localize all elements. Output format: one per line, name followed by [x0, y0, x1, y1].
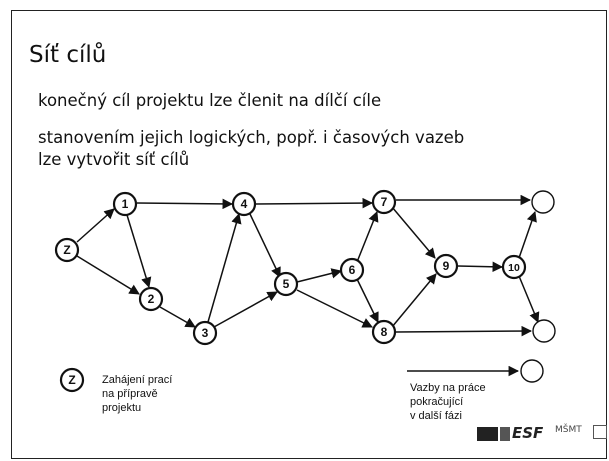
- legend-continue: Vazby na práce pokračující v další fázi: [410, 382, 486, 422]
- eu-flag-logo: [477, 427, 498, 441]
- edge-z-1: [76, 208, 115, 243]
- end-node-legend: [520, 359, 544, 383]
- legend-continue-line-2: pokračující: [410, 396, 463, 408]
- edge-3-4: [207, 212, 242, 323]
- node-5: [273, 271, 299, 297]
- edge-6-7: [356, 211, 379, 263]
- edge-10-end-mid: [518, 275, 540, 323]
- edge-6-8: [356, 278, 379, 323]
- eu-secondary-logo: [500, 427, 510, 441]
- network-edges: [76, 194, 540, 377]
- op-logo: [593, 425, 607, 439]
- legend-continue-line-1: Vazby na práce: [410, 382, 486, 394]
- edge-7-9: [391, 206, 436, 259]
- node-legend-z: [59, 367, 85, 393]
- node-label-2: 2: [148, 292, 155, 306]
- node-7: [371, 189, 397, 215]
- node-1: [112, 191, 138, 217]
- node-label-4: 4: [241, 197, 248, 211]
- open-end-nodes: [520, 190, 556, 383]
- node-4: [231, 191, 257, 217]
- legend-start-line-1: Zahájení prací: [102, 374, 172, 386]
- text-line-3: lze vytvořit síť cílů: [38, 150, 190, 169]
- edge-1-4: [136, 198, 234, 210]
- edge-1-2: [126, 214, 152, 289]
- edge-9-10: [457, 261, 504, 273]
- edge-5-6: [296, 268, 343, 283]
- legend-start-line-3: projektu: [102, 402, 141, 414]
- end-node-mid: [532, 319, 556, 343]
- end-node-top: [531, 190, 555, 214]
- legend-node-label-z: Z: [68, 373, 75, 387]
- node-z: [54, 237, 80, 263]
- legend-start-line-2: na přípravě: [102, 388, 158, 400]
- edge-5-8: [296, 289, 373, 328]
- esf-logo: ESF: [512, 424, 544, 442]
- edge-2-3: [159, 306, 196, 328]
- edge-4-5: [249, 213, 281, 278]
- edge-z-2: [76, 255, 140, 295]
- slide-frame: [11, 10, 607, 459]
- node-label-z: Z: [63, 243, 70, 257]
- node-label-9: 9: [443, 259, 450, 273]
- node-label-8: 8: [381, 325, 388, 339]
- node-label-5: 5: [283, 277, 290, 291]
- node-label-1: 1: [122, 197, 129, 211]
- legend-start: Zahájení prací na přípravě projektu: [102, 374, 172, 414]
- node-2: [138, 286, 164, 312]
- text-line-1: konečný cíl projektu lze členit na dílčí…: [38, 91, 382, 110]
- edge-10-end-top: [518, 211, 537, 259]
- node-label-7: 7: [381, 195, 388, 209]
- network-nodes: [54, 189, 527, 393]
- edge-3-5: [213, 291, 278, 328]
- node-label-10: 10: [508, 262, 520, 274]
- node-labels: Z 1 2 3 4 5 6 7 8 9 10 Z: [63, 195, 520, 387]
- node-6: [339, 257, 365, 283]
- msmt-logo: MŠMT: [555, 425, 582, 435]
- legend-continue-line-3: v další fázi: [410, 410, 462, 422]
- edge-8-9: [391, 273, 437, 328]
- node-10: [501, 254, 527, 280]
- node-9: [433, 253, 459, 279]
- node-8: [371, 319, 397, 345]
- edge-4-7: [255, 197, 374, 209]
- node-label-3: 3: [202, 326, 209, 340]
- slide-title: Síť cílů: [29, 42, 107, 68]
- edge-8-end-mid: [395, 325, 533, 337]
- node-label-6: 6: [349, 263, 356, 277]
- text-line-2: stanovením jejich logických, popř. i čas…: [38, 128, 465, 147]
- node-3: [192, 320, 218, 346]
